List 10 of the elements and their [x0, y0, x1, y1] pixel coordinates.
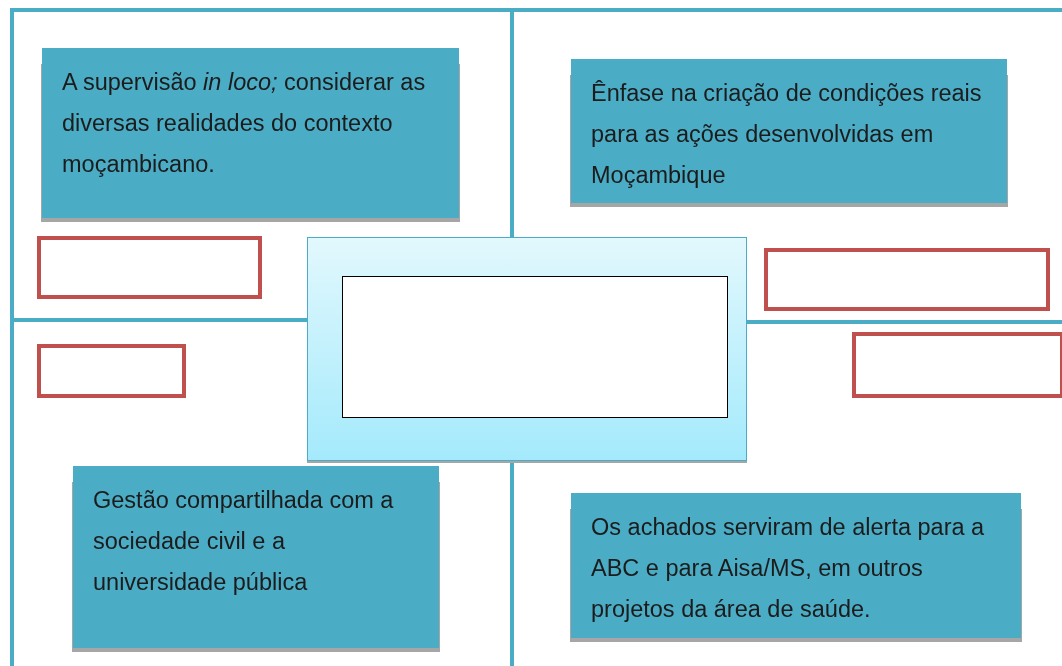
inner-box: [342, 276, 728, 418]
outlined-box: [37, 236, 262, 299]
outlined-box: [764, 248, 1050, 311]
outlined-box: [852, 332, 1062, 398]
box-text: Ênfase na criação de condições reais para as ações desenvolvidas em Moçambique: [591, 79, 983, 190]
center-box: [307, 237, 747, 461]
box-text: Os achados serviram de alerta para a ABC e para Aisa/MS, em outros projetos da área de saúde.: [591, 513, 986, 624]
outlined-box: [37, 344, 186, 398]
box-text: Gestão compartilhada com a sociedade civil e a universidade pública: [93, 486, 395, 597]
box-text: A supervisão in loco; considerar as diversas realidades do contexto moçambicano.: [62, 68, 427, 179]
